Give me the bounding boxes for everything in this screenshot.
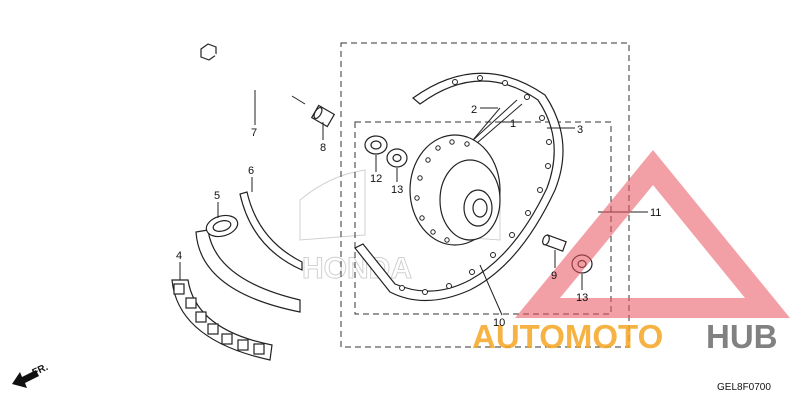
watermark-triangle [515,150,790,318]
automotohub-watermark: AUTOMOTO HUB [472,150,790,355]
callout-labels: 1 2 3 4 5 6 7 8 9 10 11 12 13 13 [176,104,661,329]
figure-code: GEL8F0700 [717,382,771,393]
honda-logo-text: HONDA [302,252,412,285]
axle-spacer [310,104,336,128]
wheel-hub [409,134,501,246]
callout-13-right: 13 [576,292,588,304]
callout-3: 3 [577,124,583,136]
wheel-rim [354,72,564,302]
callout-12: 12 [370,173,382,185]
callout-2: 2 [471,104,477,116]
watermark-brand-primary: AUTOMOTO [472,318,663,355]
front-direction-indicator: FR. [12,362,50,388]
axle-bolt [200,43,306,105]
callout-5: 5 [214,190,220,202]
callout-10: 10 [493,317,505,329]
callout-13-left: 13 [391,184,403,196]
callout-9: 9 [551,270,557,282]
side-collar [542,234,567,252]
callout-4: 4 [176,250,182,262]
front-arrow-icon [12,370,39,388]
callout-6: 6 [248,165,254,177]
callout-11: 11 [650,207,661,219]
callout-7: 7 [251,127,257,139]
rim-spoke-holes [399,75,552,295]
inner-tube [195,214,301,313]
watermark-brand-secondary: HUB [706,318,778,355]
callout-8: 8 [320,142,326,154]
dust-seal-13-left [386,148,408,168]
callout-1: 1 [510,118,516,130]
bearing-12 [364,135,388,155]
front-direction-label: FR. [31,362,50,379]
tire [171,279,273,361]
rim-band [239,191,303,271]
